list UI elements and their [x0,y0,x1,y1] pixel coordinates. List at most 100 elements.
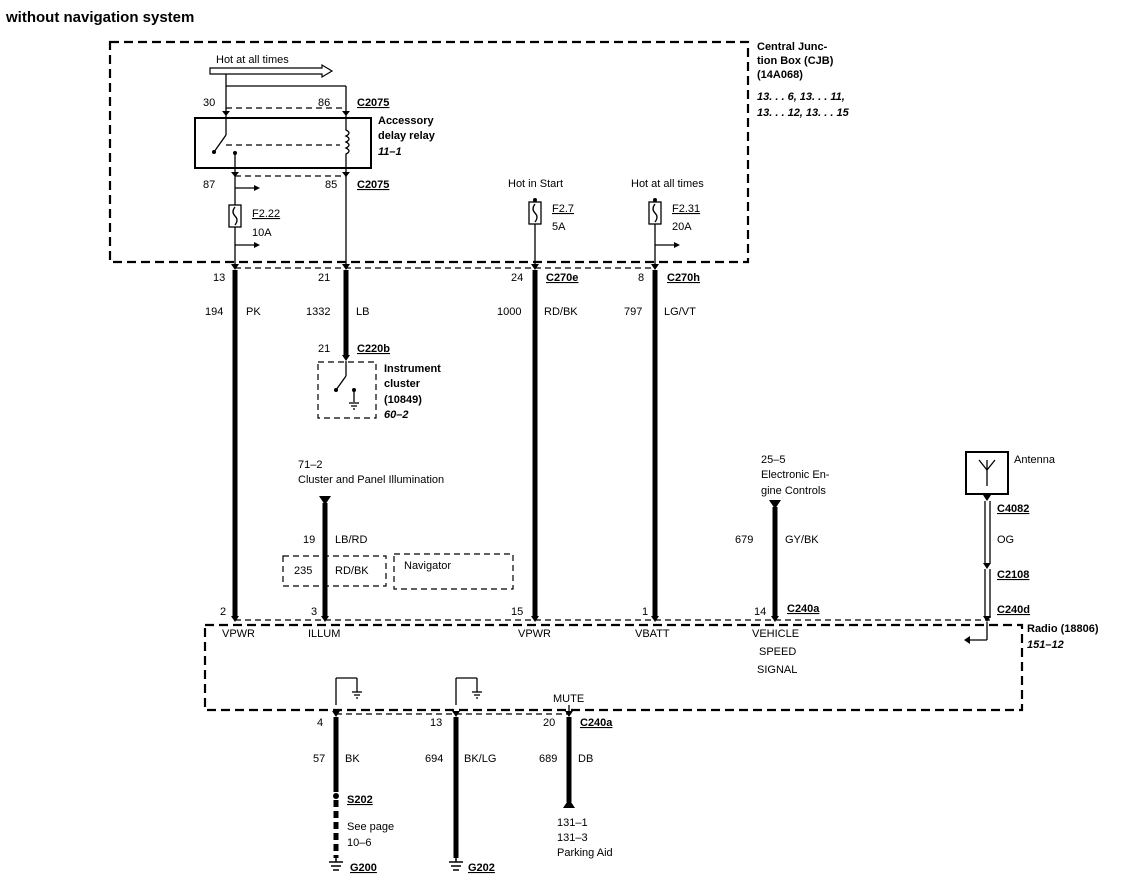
svg-text:Radio (18806): Radio (18806) [1027,623,1099,635]
color-og: OG [997,534,1014,546]
svg-text:11–1: 11–1 [378,146,402,158]
svg-text:F2.22: F2.22 [252,208,280,220]
connector-c240a-bottom: C240a [580,717,613,729]
hot-bus-arrow: Hot at all times [209,54,346,92]
circuit-57: 57 [313,753,325,765]
radio-pin-1: 1 [642,606,648,618]
svg-text:Parking Aid: Parking Aid [557,847,613,859]
svg-text:131–1: 131–1 [557,817,588,829]
svg-text:Hot at all times: Hot at all times [216,54,289,66]
svg-text:20A: 20A [672,221,692,233]
antenna-icon [965,451,1009,495]
radio-label: Radio (18806) 151–12 [1027,623,1099,651]
svg-text:60–2: 60–2 [384,409,408,421]
color-db: DB [578,753,593,765]
ground-g202-icon [449,858,463,871]
radio-pin-20: 20 [543,717,555,729]
fuse-f2-7: F2.7 5A [528,198,574,233]
color-bk: BK [345,753,360,765]
connector-c240a-top: C240a [787,603,820,615]
circuit-19: 19 [303,534,315,546]
relay-connector-top: C2075 [357,97,389,109]
radio-pin-15: 15 [511,606,523,618]
cluster-pin-21: 21 [318,343,330,355]
internal-ground-1 [335,677,362,705]
svg-text:13. . . 6, 13. . . 11,: 13. . . 6, 13. . . 11, [757,91,845,103]
svg-text:131–3: 131–3 [557,832,588,844]
circuit-235: 235 [294,565,312,577]
cjb-label: Central Junc- tion Box (CJB) (14A068) 13… [757,41,850,119]
svg-text:tion Box (CJB): tion Box (CJB) [757,55,834,67]
radio-pin-14: 14 [754,606,766,618]
cjb-pin-13: 13 [213,272,225,284]
svg-text:10A: 10A [252,227,272,239]
pin-label-vpwr-1: VPWR [222,628,255,640]
cjb-box [108,40,750,264]
accessory-delay-relay [194,117,372,169]
color-bklg: BK/LG [464,753,496,765]
ground-g200: G200 [350,862,377,874]
internal-ground-2 [455,677,482,705]
hot-in-start-label: Hot in Start [508,178,563,190]
fuse-f2-31: F2.31 20A [648,198,700,233]
eec-arrow [769,500,781,509]
parking-arrow [563,799,575,808]
cjb-pin-8: 8 [638,272,644,284]
illumination-ref: 71–2 Cluster and Panel Illumination [298,459,444,486]
svg-text:Accessory: Accessory [378,115,435,127]
svg-text:cluster: cluster [384,378,421,390]
connector-c4082: C4082 [997,503,1029,515]
svg-text:Cluster and Panel Illumination: Cluster and Panel Illumination [298,474,444,486]
relay-pin-30: 30 [203,97,215,109]
cluster-label: Instrument cluster (10849) 60–2 [384,363,441,421]
circuit-694: 694 [425,753,443,765]
illum-arrow [319,496,331,505]
relay-pin-86: 86 [318,97,330,109]
cjb-pin-21: 21 [318,272,330,284]
ground-g200-icon [329,858,343,871]
svg-text:13. . . 12, 13. . . 15: 13. . . 12, 13. . . 15 [757,107,850,119]
svg-text:gine Controls: gine Controls [761,485,826,497]
svg-text:151–12: 151–12 [1027,639,1064,651]
connector-c270e: C270e [546,272,578,284]
svg-text:(14A068): (14A068) [757,69,803,81]
svg-text:delay relay: delay relay [378,130,436,142]
color-gybk: GY/BK [785,534,819,546]
color-lgvt: LG/VT [664,306,696,318]
splice-s202: S202 [347,794,373,806]
see-page-note: See page 10–6 [347,821,394,849]
connector-c240d: C240d [997,604,1030,616]
fuse-f2-22: F2.22 10A [228,204,280,239]
instrument-cluster [317,361,377,419]
relay-pin-87: 87 [203,179,215,191]
color-lbrd: LB/RD [335,534,367,546]
pin-label-vss: VEHICLE SPEED SIGNAL [752,628,799,676]
ground-g202: G202 [468,862,495,874]
circuit-689: 689 [539,753,557,765]
svg-text:(10849): (10849) [384,394,422,406]
mute-label: MUTE [553,693,584,705]
connector-c2108: C2108 [997,569,1029,581]
svg-text:F2.31: F2.31 [672,203,700,215]
svg-text:25–5: 25–5 [761,454,785,466]
relay-pin-85: 85 [325,179,337,191]
circuit-1332: 1332 [306,306,330,318]
connector-c270h: C270h [667,272,700,284]
svg-text:Central Junc-: Central Junc- [757,41,828,53]
radio-pin-4: 4 [317,717,323,729]
parking-aid-ref: 131–1 131–3 Parking Aid [557,817,613,859]
svg-text:Instrument: Instrument [384,363,441,375]
pin-label-vpwr-2: VPWR [518,628,551,640]
svg-text:VEHICLE: VEHICLE [752,628,799,640]
svg-text:Electronic En-: Electronic En- [761,469,830,481]
radio-pin-3: 3 [311,606,317,618]
pin-label-vbatt: VBATT [635,628,670,640]
circuit-194: 194 [205,306,223,318]
svg-text:F2.7: F2.7 [552,203,574,215]
circuit-1000: 1000 [497,306,521,318]
navigator-variant-box [282,555,387,587]
svg-text:5A: 5A [552,221,566,233]
relay-label: Accessory delay relay 11–1 [378,115,436,158]
navigator-box [393,553,514,590]
